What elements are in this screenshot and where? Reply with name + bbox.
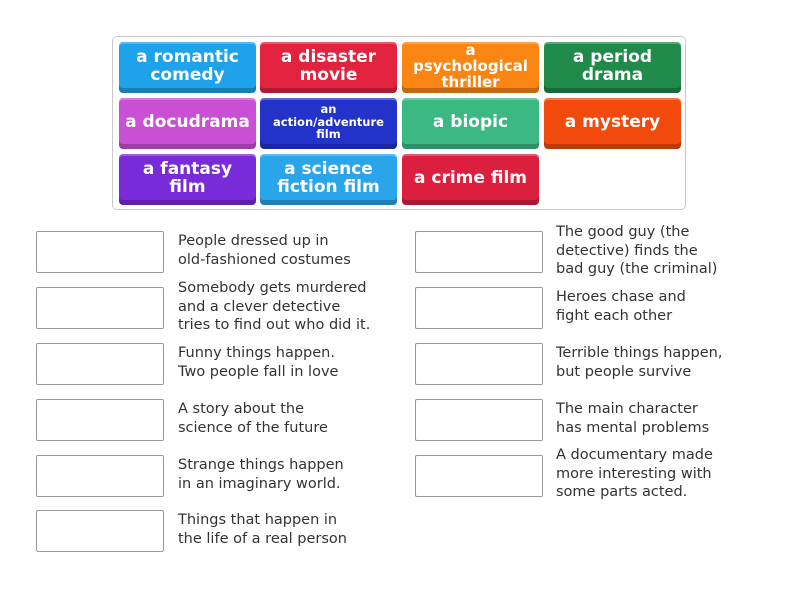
drop-slot[interactable]: [36, 343, 164, 385]
tile-action-adventure-film[interactable]: an action/adventure film: [260, 98, 397, 149]
drop-slot[interactable]: [415, 399, 543, 441]
description-text: The main character has mental problems: [556, 401, 710, 436]
description-text: Heroes chase and fight each other: [556, 289, 686, 324]
drop-slot[interactable]: [36, 455, 164, 497]
description-text: Terrible things happen, but people survi…: [556, 345, 723, 380]
tile-science-fiction-film[interactable]: a science fiction film: [260, 154, 397, 205]
description-text: Strange things happen in an imaginary wo…: [178, 457, 344, 492]
description-text: A story about the science of the future: [178, 401, 328, 436]
description-text: Things that happen in the life of a real…: [178, 512, 347, 547]
tile-psychological-thriller[interactable]: a psychological thriller: [402, 42, 539, 93]
description-text: Somebody gets murdered and a clever dete…: [178, 280, 371, 333]
drop-slot[interactable]: [36, 287, 164, 329]
drop-slot[interactable]: [36, 231, 164, 273]
tile-period-drama[interactable]: a period drama: [544, 42, 681, 93]
tile-romantic-comedy[interactable]: a romantic comedy: [119, 42, 256, 93]
drop-slot[interactable]: [415, 231, 543, 273]
drop-slot[interactable]: [415, 343, 543, 385]
drop-slot[interactable]: [36, 399, 164, 441]
tile-crime-film[interactable]: a crime film: [402, 154, 539, 205]
drop-slot[interactable]: [415, 455, 543, 497]
tile-biopic[interactable]: a biopic: [402, 98, 539, 149]
description-text: People dressed up in old-fashioned costu…: [178, 233, 351, 268]
tile-docudrama[interactable]: a docudrama: [119, 98, 256, 149]
tile-fantasy-film[interactable]: a fantasy film: [119, 154, 256, 205]
tile-mystery[interactable]: a mystery: [544, 98, 681, 149]
drop-slot[interactable]: [415, 287, 543, 329]
description-text: The good guy (the detective) finds the b…: [556, 224, 718, 277]
tile-disaster-movie[interactable]: a disaster movie: [260, 42, 397, 93]
description-text: Funny things happen. Two people fall in …: [178, 345, 339, 380]
description-text: A documentary made more interesting with…: [556, 447, 713, 500]
drop-slot[interactable]: [36, 510, 164, 552]
